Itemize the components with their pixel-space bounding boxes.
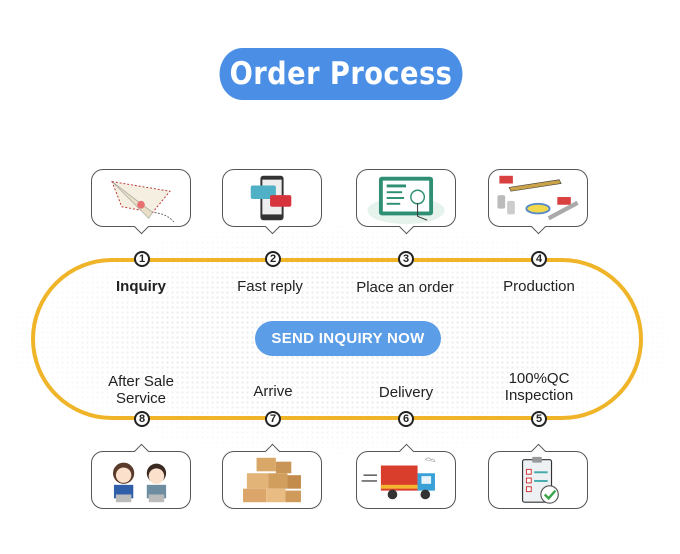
step-label-inquiry: Inquiry	[115, 278, 166, 295]
step-label-delivery: Delivery	[378, 384, 434, 401]
paper-plane-envelope-icon	[111, 180, 175, 223]
step-label-place-order: Place an order	[356, 279, 454, 296]
delivery-truck-icon	[361, 457, 436, 500]
step-number-1: 1	[134, 251, 150, 267]
card-place-order	[356, 169, 456, 235]
card-qc-inspection	[488, 443, 588, 509]
cardboard-boxes-icon	[243, 457, 301, 503]
customer-service-agents-icon	[113, 462, 167, 503]
factory-production-line-icon	[497, 175, 579, 221]
step-number-2: 2	[265, 251, 281, 267]
clipboard-checkmark-icon	[521, 456, 559, 504]
card-delivery	[356, 443, 456, 509]
step-number-4: 4	[531, 251, 547, 267]
step-number-5: 5	[531, 411, 547, 427]
step-label-production: Production	[503, 278, 575, 295]
step-label-qc-inspection: 100%QC Inspection	[504, 370, 574, 404]
process-track	[31, 258, 643, 420]
step-label-arrive: Arrive	[253, 383, 293, 400]
card-fast-reply	[222, 169, 322, 235]
card-arrive	[222, 443, 322, 509]
card-after-sale-service	[91, 443, 191, 509]
tablet-shopping-cart-icon	[367, 176, 445, 225]
step-number-6: 6	[398, 411, 414, 427]
step-number-7: 7	[265, 411, 281, 427]
smartphone-chat-icon	[250, 175, 292, 221]
step-number-8: 8	[134, 411, 150, 427]
card-inquiry	[91, 169, 191, 235]
step-label-fast-reply: Fast reply	[237, 278, 303, 295]
page-title: Order Process	[219, 48, 463, 100]
step-label-after-sale-service: After Sale Service	[108, 373, 174, 407]
step-number-3: 3	[398, 251, 414, 267]
send-inquiry-button[interactable]: SEND INQUIRY NOW	[255, 321, 441, 356]
card-production	[488, 169, 588, 235]
